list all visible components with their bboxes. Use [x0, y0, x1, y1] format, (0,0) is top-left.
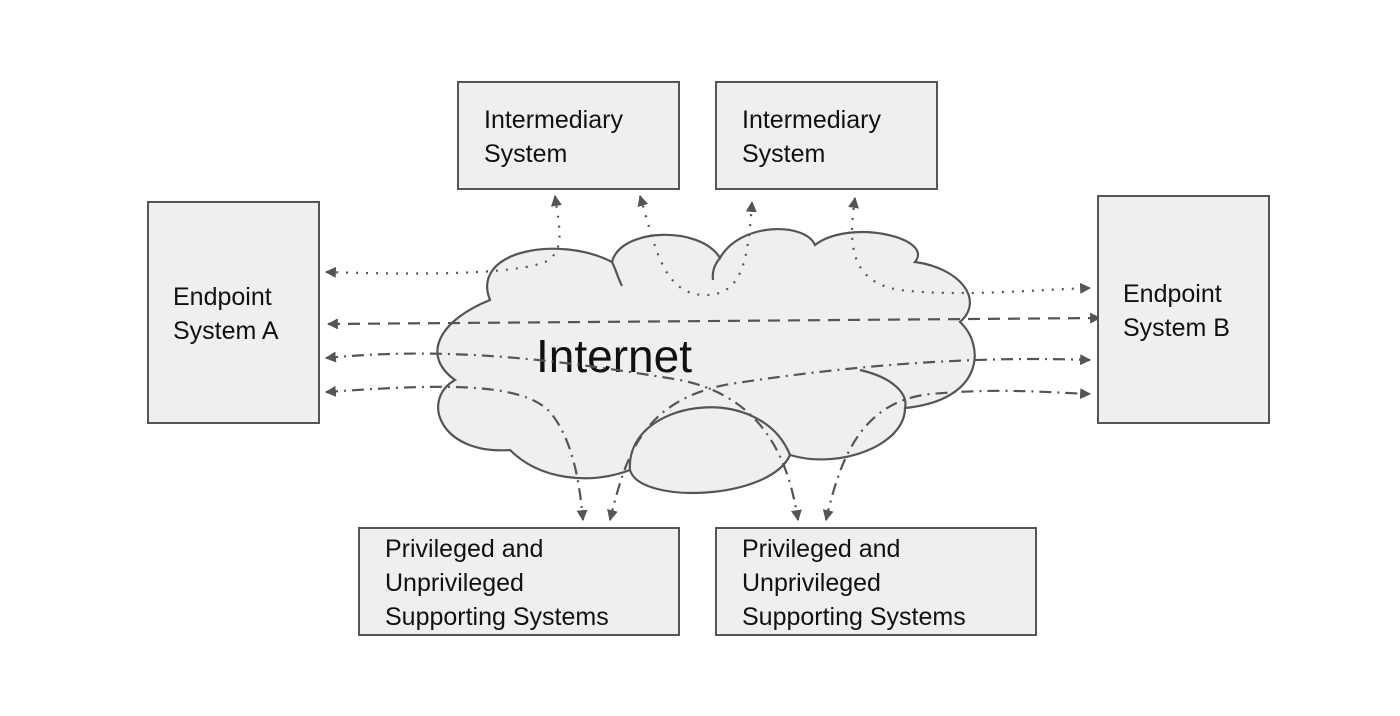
intermediary-1-label: Intermediary System	[484, 106, 630, 168]
cloud-inner-arc-mid	[711, 257, 721, 281]
endpoint-a-box	[147, 201, 320, 424]
endpoint-b-box	[1097, 195, 1270, 424]
intermediary-1-box	[457, 81, 680, 190]
internet-cloud: Internet	[436, 228, 976, 494]
node-supporting-1: Privileged and Unprivileged Supporting S…	[358, 527, 680, 636]
intermediary-1-label-line-2: System	[484, 140, 567, 168]
supporting-2-label: Privileged and Unprivileged Supporting S…	[742, 535, 966, 631]
endpoint-a-label-line-2: System A	[173, 317, 279, 345]
endpoint-b-label-line-1: Endpoint	[1123, 280, 1222, 308]
supporting-1-box	[358, 527, 680, 636]
supporting-2-label-line-3: Supporting Systems	[742, 603, 966, 631]
supporting-1-label-line-2: Unprivileged	[385, 569, 524, 597]
node-endpoint-b: Endpoint System B	[1097, 195, 1270, 424]
supporting-1-label-line-1: Privileged and	[385, 535, 543, 563]
intermediary-1-label-line-1: Intermediary	[484, 106, 623, 134]
intermediary-2-box	[715, 81, 938, 190]
connection-ep-a-to-ep-b-direct	[326, 312, 1102, 330]
cloud-inner-arc-left	[611, 261, 623, 287]
intermediary-2-label-line-2: System	[742, 140, 825, 168]
connection-ep-a-to-supporting-1	[324, 385, 588, 522]
supporting-2-box	[715, 527, 1037, 636]
internet-label: Internet	[536, 330, 692, 382]
endpoint-b-label-line-2: System B	[1123, 314, 1230, 342]
supporting-2-label-line-1: Privileged and	[742, 535, 900, 563]
node-endpoint-a: Endpoint System A	[147, 201, 320, 424]
supporting-2-label-line-2: Unprivileged	[742, 569, 881, 597]
connections	[324, 194, 1102, 522]
endpoint-a-label: Endpoint System A	[173, 283, 279, 345]
cloud-outline	[436, 228, 976, 494]
supporting-1-label: Privileged and Unprivileged Supporting S…	[385, 535, 609, 631]
node-supporting-2: Privileged and Unprivileged Supporting S…	[715, 527, 1037, 636]
connection-supporting-2-to-ep-b	[822, 388, 1092, 522]
intermediary-2-label-line-1: Intermediary	[742, 106, 881, 134]
node-intermediary-1: Intermediary System	[457, 81, 680, 190]
connection-ep-a-to-intermediary-1	[324, 194, 562, 278]
endpoint-a-label-line-1: Endpoint	[173, 283, 272, 311]
endpoint-b-label: Endpoint System B	[1123, 280, 1230, 342]
intermediary-2-label: Intermediary System	[742, 106, 888, 168]
supporting-1-label-line-3: Supporting Systems	[385, 603, 609, 631]
node-intermediary-2: Intermediary System	[715, 81, 938, 190]
